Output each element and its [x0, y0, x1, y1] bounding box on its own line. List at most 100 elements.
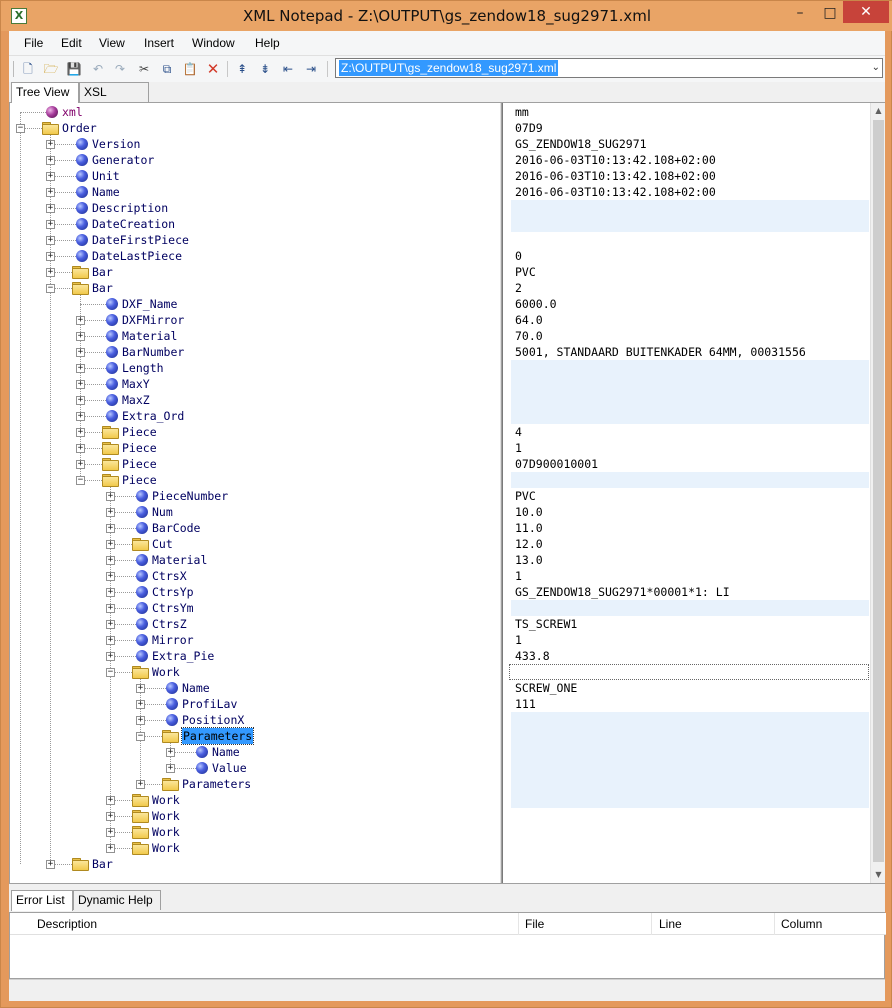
node-value[interactable]: 111	[515, 697, 536, 711]
tree-node-label[interactable]: Mirror	[152, 633, 194, 647]
node-value[interactable]: 10.0	[515, 505, 543, 519]
open-folder-icon[interactable]: 🗁	[43, 62, 59, 76]
tree-node[interactable]: +CtrsX	[10, 568, 500, 584]
node-value[interactable]: 0	[515, 249, 522, 263]
location-combobox[interactable]: Z:\OUTPUT\gs_zendow18_sug2971.xml ⌄	[335, 58, 883, 78]
tree-node[interactable]: + Work	[10, 840, 500, 856]
tree-node-label[interactable]: BarNumber	[122, 345, 185, 359]
tree-node[interactable]: +DateCreation	[10, 216, 500, 232]
expand-plus-icon[interactable]: +	[136, 683, 145, 693]
tree-node-label[interactable]: Num	[152, 505, 173, 519]
nudge-down-icon[interactable]: ⇟	[259, 62, 271, 76]
tree-node-label[interactable]: Extra_Pie	[152, 649, 215, 663]
tree-node[interactable]: −Order	[10, 120, 500, 136]
menu-window[interactable]: Window	[192, 36, 235, 50]
expand-plus-icon[interactable]: +	[136, 715, 145, 725]
tree-node[interactable]: − Parameters	[10, 727, 500, 745]
tree-node[interactable]: +Version	[10, 136, 500, 152]
tree-node-label[interactable]: PieceNumber	[152, 489, 229, 503]
tree-node[interactable]: +Unit	[10, 168, 500, 184]
node-value[interactable]: 2016-06-03T10:13:42.108+02:00	[515, 185, 716, 199]
tree-node-label[interactable]: CtrsYp	[152, 585, 194, 599]
expand-plus-icon[interactable]: +	[46, 859, 55, 869]
tree-node-label[interactable]: Work	[152, 793, 180, 807]
menu-insert[interactable]: Insert	[144, 36, 175, 50]
column-description[interactable]: Description	[37, 917, 98, 931]
tree-node[interactable]: +Cut	[10, 536, 500, 552]
node-value[interactable]: 07D900010001	[515, 457, 599, 471]
node-value[interactable]: 64.0	[515, 313, 543, 327]
node-value[interactable]: PVC	[515, 489, 536, 503]
tree-node-label[interactable]: Parameters	[182, 777, 252, 791]
menu-file[interactable]: File	[24, 36, 44, 50]
expand-plus-icon[interactable]: +	[106, 843, 115, 853]
node-value[interactable]: 70.0	[515, 329, 543, 343]
node-value[interactable]: 07D9	[515, 121, 543, 135]
tree-node[interactable]: +Extra_Ord	[10, 408, 500, 424]
expand-plus-icon[interactable]: +	[106, 603, 115, 613]
tree-node-label[interactable]: Bar	[92, 281, 113, 295]
expand-plus-icon[interactable]: +	[166, 763, 175, 773]
tree-node-label[interactable]: DXFMirror	[122, 313, 185, 327]
tree-node[interactable]: +MaxY	[10, 376, 500, 392]
tree-node-label[interactable]: xml	[62, 105, 83, 119]
tree-node-label[interactable]: Description	[92, 201, 169, 215]
expand-plus-icon[interactable]: +	[106, 491, 115, 501]
expand-plus-icon[interactable]: +	[46, 155, 55, 165]
tree-node-label[interactable]: Value	[212, 761, 247, 775]
expand-plus-icon[interactable]: +	[106, 523, 115, 533]
tree-node[interactable]: +Name	[10, 680, 500, 696]
expand-plus-icon[interactable]: +	[106, 507, 115, 517]
expand-plus-icon[interactable]: +	[46, 203, 55, 213]
expand-plus-icon[interactable]: +	[46, 187, 55, 197]
tree-node[interactable]: + Num	[10, 504, 500, 520]
node-value[interactable]: 13.0	[515, 553, 543, 567]
tree-node-label[interactable]: Bar	[92, 857, 113, 871]
collapse-minus-icon[interactable]: −	[16, 123, 25, 133]
tree-node[interactable]: + Bar	[10, 856, 500, 872]
collapse-minus-icon[interactable]: −	[136, 731, 145, 741]
title-bar[interactable]: X XML Notepad - Z:\OUTPUT\gs_zendow18_su…	[1, 1, 892, 31]
node-value[interactable]: GS_ZENDOW18_SUG2971*00001*1: LI	[515, 585, 730, 599]
tree-node[interactable]: + PieceNumber	[10, 488, 500, 504]
node-value[interactable]: PVC	[515, 265, 536, 279]
tree-node[interactable]: DXF_Name	[10, 296, 500, 312]
tree-node[interactable]: +BarNumber	[10, 344, 500, 360]
expand-plus-icon[interactable]: +	[76, 315, 85, 325]
tree-node-label[interactable]: Parameters	[180, 727, 255, 745]
tree-node-label[interactable]: PositionX	[182, 713, 245, 727]
new-file-icon[interactable]: 🗋	[23, 62, 33, 76]
tree-node[interactable]: + Work	[10, 824, 500, 840]
cut-icon[interactable]: ✂	[138, 62, 150, 76]
tree-node-label[interactable]: Cut	[152, 537, 173, 551]
node-value[interactable]: TS_SCREW1	[515, 617, 578, 631]
tree-node-label[interactable]: DateFirstPiece	[92, 233, 189, 247]
copy-icon[interactable]: ⧉	[162, 62, 172, 76]
tree-node-label[interactable]: Work	[152, 841, 180, 855]
tree-node-label[interactable]: Work	[152, 825, 180, 839]
menu-edit[interactable]: Edit	[61, 36, 82, 50]
tree-node-label[interactable]: Version	[92, 137, 141, 151]
tree-node-label[interactable]: Piece	[122, 441, 157, 455]
tree-node[interactable]: −Work	[10, 664, 500, 680]
tree-node[interactable]: +Material	[10, 552, 500, 568]
expand-plus-icon[interactable]: +	[106, 635, 115, 645]
node-value[interactable]: 2016-06-03T10:13:42.108+02:00	[515, 169, 716, 183]
node-value[interactable]: 11.0	[515, 521, 543, 535]
node-value[interactable]: mm	[515, 105, 529, 119]
close-button[interactable]: ✕	[843, 1, 889, 23]
tree-node[interactable]: +Name	[10, 744, 500, 760]
tree-node-label[interactable]: DateCreation	[92, 217, 176, 231]
tree-node-label[interactable]: CtrsZ	[152, 617, 187, 631]
tree-node[interactable]: +Piece	[10, 440, 500, 456]
tree-node[interactable]: +Material	[10, 328, 500, 344]
tree-node-label[interactable]: Extra_Ord	[122, 409, 185, 423]
xml-tree-view[interactable]: xml−Order+Version+Generator+Unit+Name+De…	[10, 103, 500, 883]
expand-plus-icon[interactable]: +	[106, 827, 115, 837]
node-value[interactable]: 12.0	[515, 537, 543, 551]
tree-node-label[interactable]: Material	[122, 329, 178, 343]
tree-node[interactable]: xml	[10, 104, 500, 120]
collapse-minus-icon[interactable]: −	[46, 283, 55, 293]
node-value[interactable]: 6000.0	[515, 297, 557, 311]
tree-node-label[interactable]: DateLastPiece	[92, 249, 183, 263]
